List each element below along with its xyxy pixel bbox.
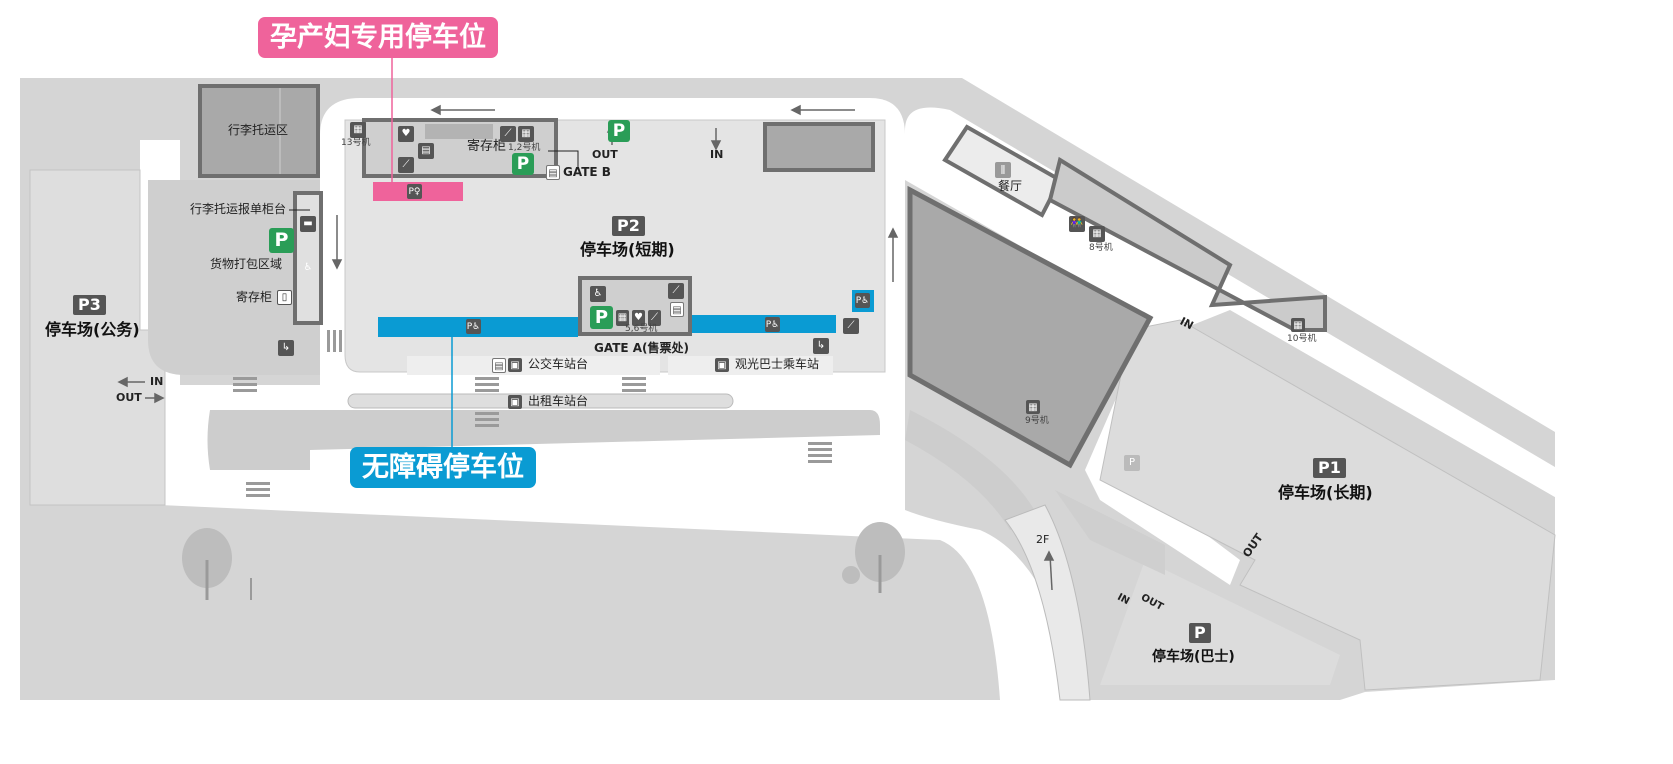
bus-park-name: 停车场(巴士) [1152,649,1235,665]
luggage-area-label: 行李托运区 [228,123,289,137]
ticket-machine-icon: ▤ [670,302,684,317]
accessible-parking-icon: P♿ [765,317,780,332]
exit-icon: ↳ [278,340,294,356]
restroom-icon: ♿ [303,262,313,273]
accessible-parking-icon: P♿ [855,293,870,308]
ticket-machine-icon: ▤ [546,165,560,180]
stairs-icon: ⟋ [843,318,859,334]
gate-a-label: GATE A(售票处) [594,341,690,355]
curve-island [905,410,1040,530]
elevator-icon: ▦ [616,310,629,326]
accessible-parking-east [692,315,836,333]
east-building [763,122,875,172]
traffic-arrows [117,104,1055,591]
p1-name: 停车场(长期) [1278,483,1373,502]
elevator-icon: ▦ [1026,400,1040,414]
p2-tag: P2 [612,216,645,236]
bus-stop-platform [407,356,660,375]
p2-in: IN [710,148,724,161]
stairs-icon: ⟋ [500,126,516,142]
locker-label: 寄存柜 [236,290,273,304]
p3-name: 停车场(公务) [45,320,140,339]
elevator-13-label: 13号机 [341,138,371,148]
elevator-10-label: 10号机 [1287,334,1317,344]
restaurant-label: 餐厅 [998,179,1023,193]
elevator-9-label: 9号机 [1025,416,1049,426]
luggage-counter-building [293,191,323,325]
elevator-8-label: 8号机 [1089,243,1113,253]
tree-icons [182,522,905,600]
front-island [207,410,880,470]
p3-in: IN [150,375,164,388]
bus-park-strip [1055,490,1165,575]
gate-b-label: GATE B [563,165,611,179]
green-parking-icon: P [608,120,630,142]
aed-icon: ♥ [632,310,645,326]
bus-icon: ▣ [508,358,522,372]
right-road [905,107,1560,585]
green-parking-icon: P [512,153,534,175]
ticket-machine-icon: ▤ [418,143,434,159]
terminal-locker-label: 寄存柜 [467,139,507,154]
wheelchair-icon: ♿ [590,286,606,302]
elevator-12-label: 1,2号机 [508,143,541,153]
maternity-parking-icon: P♀ [407,184,422,199]
locker-icon: ▯ [277,290,292,305]
taxi-stop-label: 出租车站台 [528,394,589,408]
accessible-parking-callout: 无障碍停车位 [350,447,536,488]
p3-out: OUT [116,391,142,404]
green-parking-icon: P [590,306,613,329]
crosswalks [233,330,832,497]
luggage-counter-label: 行李托运报单柜台 [190,202,287,216]
maternity-parking-callout: 孕产妇专用停车位 [258,17,498,58]
big-diagonal-building [907,185,1154,469]
counter-icon: ▬ [300,216,316,232]
elevator-icon: ▦ [518,126,534,142]
restaurant-icon: ǁ [995,162,1011,178]
packing-area-label: 货物打包区域 [210,257,283,271]
green-parking-icon: P [269,228,294,253]
parking-icon: P [1124,455,1140,471]
aed-icon: ♥ [398,126,414,142]
escalator-icon: ⟋ [398,157,414,173]
midwing-building [1047,156,1327,332]
stairs-icon: ⟋ [648,310,661,326]
p3-tag: P3 [73,295,106,315]
elevator-56-label: 5,6号机 [625,324,658,334]
p2-out: OUT [592,148,618,161]
sightseeing-stop-label: 观光巴士乘车站 [735,357,820,371]
accessible-parking-icon: P♿ [466,319,481,334]
elevator-icon: ▦ [1291,318,1305,332]
ramp [1004,504,1091,701]
p1-tag: P1 [1313,458,1346,478]
elevator-icon: ▦ [1089,226,1105,242]
bus-icon: ▣ [715,358,729,372]
taxi-platform [347,393,734,409]
bus-park-tag: P [1189,623,1211,643]
luggage-building [198,84,320,178]
ticket-machine-icon: ▤ [492,358,506,373]
bus-stop-label: 公交车站台 [528,357,589,371]
elevator-icon: ▦ [350,122,366,138]
sightseeing-stop-platform [668,356,833,375]
taxi-icon: ▣ [508,395,522,409]
escalator-icon: ⟋ [668,283,684,299]
p1-area [1099,319,1556,691]
bus-park-area [1100,560,1340,685]
ramp-level-label: 2F [1036,533,1050,546]
restroom-icon: 👫 [1069,216,1085,232]
exit-icon: ↳ [813,338,829,354]
p2-name: 停车场(短期) [580,240,675,259]
